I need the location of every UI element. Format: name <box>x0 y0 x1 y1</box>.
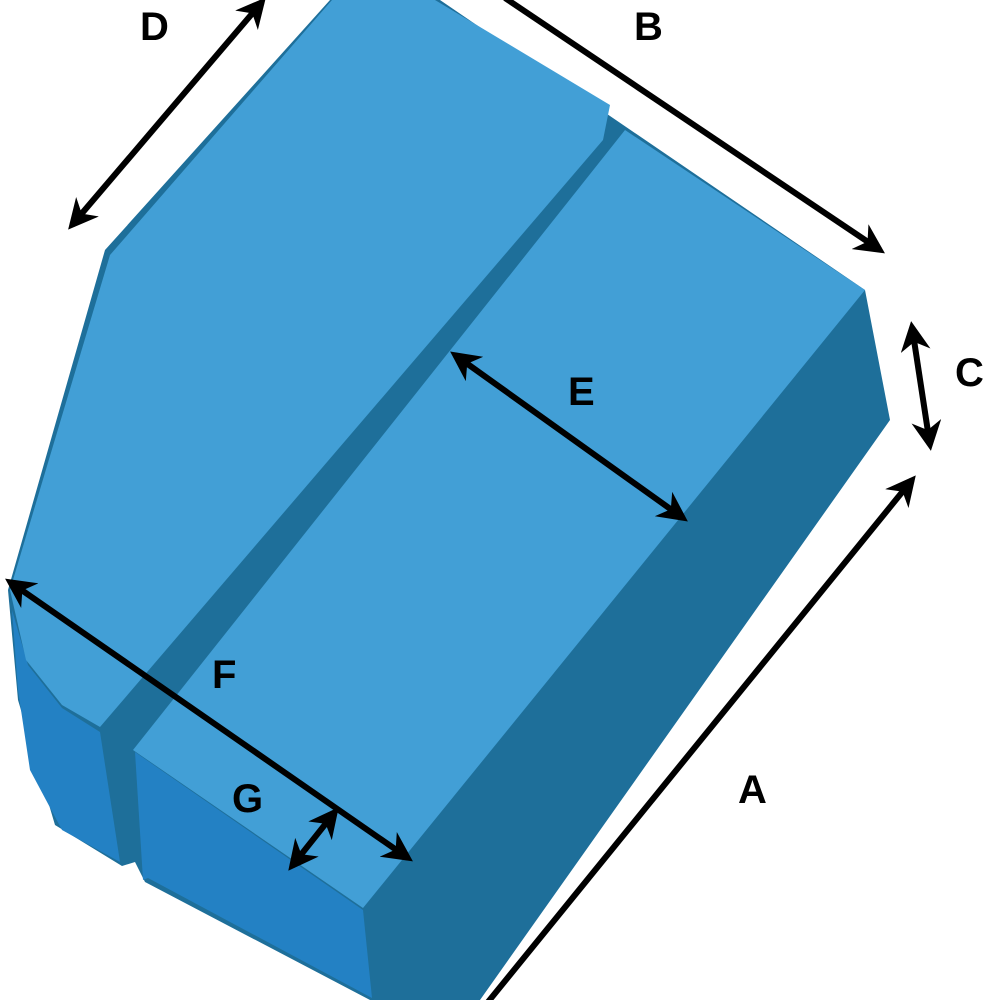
dimension-arrow-d <box>68 0 266 230</box>
dimension-arrow-g <box>288 807 339 871</box>
label-f: F <box>212 653 236 697</box>
left-piece-top-face <box>10 0 610 727</box>
dimension-arrow-f <box>5 578 413 862</box>
dimension-arrow-b <box>503 0 885 254</box>
label-g: G <box>232 777 263 821</box>
dimension-arrow-e <box>450 351 688 522</box>
dimension-arrow-c <box>900 321 942 451</box>
label-e: E <box>568 370 595 414</box>
label-c: C <box>955 351 984 395</box>
label-d: D <box>140 5 169 49</box>
label-b: B <box>634 5 663 49</box>
dimension-arrow-a <box>485 475 916 1000</box>
label-a: A <box>738 768 767 812</box>
